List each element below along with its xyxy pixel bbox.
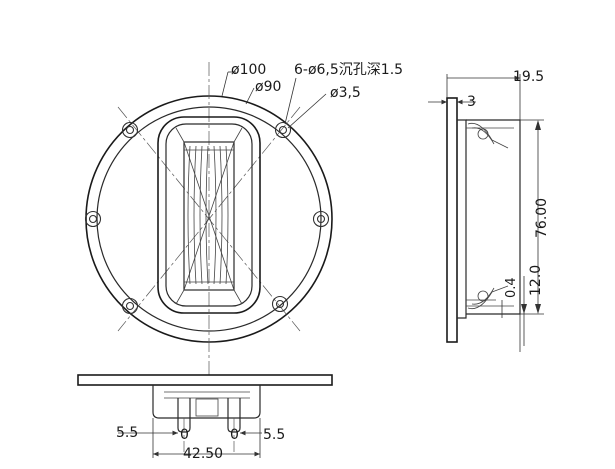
mounting-hole — [274, 121, 292, 139]
dim-height: 76.00 — [534, 198, 550, 238]
mounting-hole — [88, 214, 98, 224]
front-view: ø100 ø90 6-ø6,5沉孔深1.5 ø3,5 — [84, 62, 403, 378]
bottom-flange — [77, 374, 333, 386]
dim-left-spacing: 5.5 — [116, 425, 138, 441]
mounting-hole — [278, 125, 288, 135]
dim-depth: 19.5 — [513, 69, 544, 85]
dim-bolt-circle-diameter: ø90 — [255, 79, 281, 95]
dim-right-spacing: 5.5 — [263, 427, 285, 443]
ribbon-slot — [157, 116, 261, 314]
dim-counterbore-note: 6-ø6,5沉孔深1.5 — [294, 62, 403, 78]
leader-hole — [287, 93, 327, 129]
side-flange — [446, 97, 458, 343]
mounting-hole — [84, 210, 102, 228]
leader-outer — [221, 71, 229, 97]
mounting-hole — [316, 214, 326, 224]
dim-outer-diameter: ø100 — [231, 62, 266, 78]
bottom-view: 5.5 0 5.5 0 42.50 — [77, 374, 333, 462]
mounting-hole — [312, 210, 330, 228]
dim-offset: 12.0 — [528, 265, 544, 296]
side-view: 19.5 3 76.00 12.0 0.4 — [428, 69, 550, 352]
leader-counterbore — [284, 77, 297, 125]
mounting-holes — [84, 121, 330, 315]
diag-centerline-2 — [117, 106, 301, 332]
dim-hole-diameter: ø3,5 — [330, 85, 361, 101]
bottom-body — [152, 385, 261, 419]
pin-right-label: 0 — [230, 427, 239, 443]
mounting-hole — [125, 301, 135, 311]
mounting-hole — [121, 121, 139, 139]
leader-bolt — [245, 87, 255, 105]
dim-body-width: 42.50 — [183, 446, 223, 462]
mounting-hole — [125, 125, 135, 135]
pin-left-label: 0 — [180, 427, 189, 443]
dim-flange-thickness: 3 — [467, 94, 476, 110]
side-body — [457, 119, 467, 319]
mounting-hole — [275, 299, 285, 309]
dim-small: 0.4 — [504, 277, 519, 298]
mounting-hole — [121, 297, 139, 315]
mounting-hole — [271, 295, 289, 313]
